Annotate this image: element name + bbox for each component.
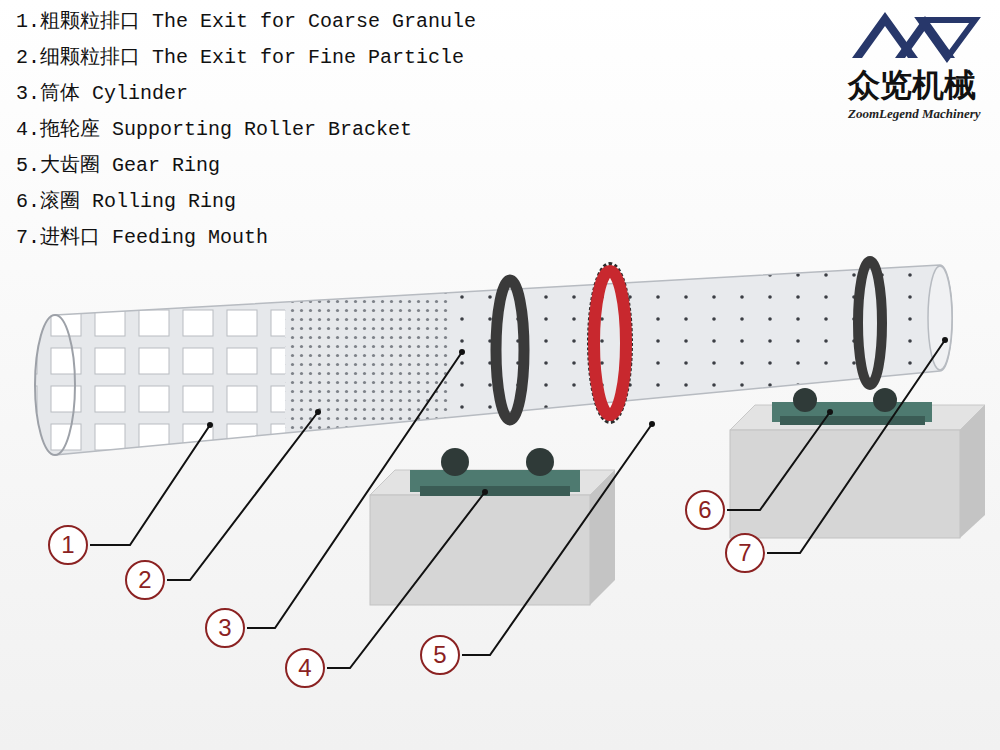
legend-line: 3.筒体 Cylinder [16,82,188,106]
callout-number: 1 [48,525,88,565]
legend-line: 6.滚圈 Rolling Ring [16,190,236,214]
legend-line: 4.拖轮座 Supporting Roller Bracket [16,118,412,142]
brand-name: ZoomLegend Machinery [848,106,981,122]
legend-line: 2.细颗粒排口 The Exit for Fine Particle [16,46,464,70]
callout-number: 7 [725,533,765,573]
legend-line: 5.大齿圈 Gear Ring [16,154,220,178]
legend-line: 7.进料口 Feeding Mouth [16,226,268,250]
brand-name: 众览机械 [848,64,976,108]
callout-number: 6 [685,490,725,530]
callout-number: 2 [125,560,165,600]
callout-number: 4 [285,648,325,688]
callout-number: 5 [420,635,460,675]
legend-line: 1.粗颗粒排口 The Exit for Coarse Granule [16,10,476,34]
callout-number: 3 [205,608,245,648]
